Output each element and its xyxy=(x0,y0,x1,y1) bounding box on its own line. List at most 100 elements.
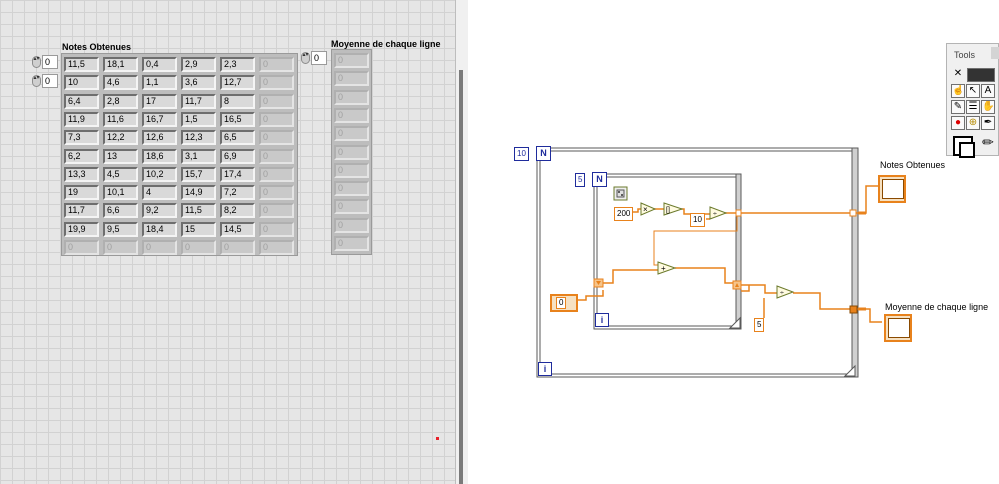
notes-cell[interactable]: 2,9 xyxy=(181,57,216,72)
notes-cell[interactable]: 18,6 xyxy=(142,148,177,164)
notes-cell[interactable]: 9,2 xyxy=(142,203,177,219)
notes-cell[interactable]: 3,6 xyxy=(181,75,216,91)
notes-cell[interactable]: 0 xyxy=(142,240,177,255)
notes-cell[interactable]: 6,5 xyxy=(220,130,255,146)
notes-cell[interactable]: 0 xyxy=(259,75,294,91)
shift-init-value[interactable]: 0 xyxy=(556,297,567,309)
notes-cell[interactable]: 11,5 xyxy=(181,203,216,219)
scroll-tool-icon[interactable]: ✋ xyxy=(981,100,995,114)
notes-array-indicator[interactable] xyxy=(878,175,906,203)
notes-cell[interactable]: 19 xyxy=(64,185,99,201)
moyenne-array-indicator[interactable] xyxy=(884,314,912,342)
moyenne-cell[interactable]: 0 xyxy=(334,162,369,178)
notes-cell[interactable]: 10,2 xyxy=(142,166,177,182)
divide-by-5-node[interactable]: ÷ xyxy=(776,285,795,299)
notes-cell[interactable]: 0 xyxy=(181,240,216,255)
notes-cell[interactable]: 12,6 xyxy=(142,130,177,146)
loop-tunnels[interactable] xyxy=(735,209,858,314)
notes-cell[interactable]: 11,6 xyxy=(103,111,138,127)
column-index-spinner[interactable]: ▴▾ xyxy=(32,75,41,87)
color-copy-tool-icon[interactable]: ✒ xyxy=(981,116,995,130)
notes-cell[interactable]: 14,5 xyxy=(220,221,255,237)
random-number-node[interactable] xyxy=(613,186,628,201)
notes-cell[interactable]: 0 xyxy=(259,57,294,72)
color-background-swatch[interactable] xyxy=(959,142,975,158)
notes-cell[interactable]: 2,8 xyxy=(103,93,138,109)
notes-cell[interactable]: 0 xyxy=(259,185,294,201)
notes-cell[interactable]: 6,4 xyxy=(64,93,99,109)
inner-loop-count-constant[interactable]: 5 xyxy=(575,173,586,187)
notes-cell[interactable]: 2,3 xyxy=(220,57,255,72)
position-tool-icon[interactable]: ↖ xyxy=(966,84,980,98)
notes-cell[interactable]: 0,4 xyxy=(142,57,177,72)
moyenne-index-control[interactable]: ▴▾ 0 xyxy=(301,51,329,65)
outer-loop-count-constant[interactable]: 10 xyxy=(514,147,529,161)
notes-cell[interactable]: 6,9 xyxy=(220,148,255,164)
moyenne-cell[interactable]: 0 xyxy=(334,71,369,87)
notes-cell[interactable]: 18,4 xyxy=(142,221,177,237)
vertical-scrollbar[interactable] xyxy=(459,70,463,484)
notes-cell[interactable]: 15,7 xyxy=(181,166,216,182)
text-tool-icon[interactable]: A xyxy=(981,84,995,98)
shift-register-init-control[interactable]: 0 xyxy=(550,294,578,312)
notes-cell[interactable]: 0 xyxy=(64,240,99,255)
notes-cell[interactable]: 13 xyxy=(103,148,138,164)
moyenne-cell[interactable]: 0 xyxy=(334,236,369,251)
tools-palette-close[interactable] xyxy=(991,47,999,59)
round-node[interactable]: [] xyxy=(663,202,684,216)
moyenne-cell[interactable]: 0 xyxy=(334,53,369,68)
notes-cell[interactable]: 4 xyxy=(142,185,177,201)
moyenne-cell[interactable]: 0 xyxy=(334,89,369,105)
notes-cell[interactable]: 4,5 xyxy=(103,166,138,182)
divisor-5-constant[interactable]: 5 xyxy=(754,318,765,332)
notes-cell[interactable]: 6,6 xyxy=(103,203,138,219)
notes-cell[interactable]: 1,1 xyxy=(142,75,177,91)
shift-registers[interactable] xyxy=(593,278,742,290)
automatic-tool-icon[interactable]: ✕ xyxy=(953,68,963,79)
notes-cell[interactable]: 12,2 xyxy=(103,130,138,146)
multiply-node[interactable]: × xyxy=(640,202,657,216)
column-index-value[interactable]: 0 xyxy=(42,74,58,88)
inner-loop-n-terminal[interactable]: N xyxy=(592,172,607,187)
notes-cell[interactable]: 10 xyxy=(64,75,99,91)
notes-cell[interactable]: 13,3 xyxy=(64,166,99,182)
notes-cell[interactable]: 0 xyxy=(259,240,294,255)
notes-cell[interactable]: 9,5 xyxy=(103,221,138,237)
add-node[interactable]: + xyxy=(657,261,677,275)
notes-cell[interactable]: 11,7 xyxy=(181,93,216,109)
moyenne-cell[interactable]: 0 xyxy=(334,199,369,215)
inner-loop-index-terminal[interactable]: i xyxy=(595,313,609,327)
notes-cell[interactable]: 11,5 xyxy=(64,57,99,72)
operate-tool-icon[interactable]: ☝ xyxy=(951,84,965,98)
moyenne-index-value[interactable]: 0 xyxy=(311,51,327,65)
notes-cell[interactable]: 0 xyxy=(259,111,294,127)
notes-cell[interactable]: 14,9 xyxy=(181,185,216,201)
shortcut-menu-tool-icon[interactable]: ☰ xyxy=(966,100,980,114)
notes-cell[interactable]: 8,2 xyxy=(220,203,255,219)
outer-loop-index-terminal[interactable]: i xyxy=(538,362,552,376)
notes-cell[interactable]: 16,5 xyxy=(220,111,255,127)
row-index-control[interactable]: ▴▾ 0 xyxy=(32,55,60,69)
multiplier-200-constant[interactable]: 200 xyxy=(614,207,634,221)
notes-cell[interactable]: 0 xyxy=(220,240,255,255)
notes-cell[interactable]: 15 xyxy=(181,221,216,237)
notes-cell[interactable]: 0 xyxy=(259,130,294,146)
notes-cell[interactable]: 3,1 xyxy=(181,148,216,164)
notes-cell[interactable]: 0 xyxy=(259,93,294,109)
tools-palette[interactable]: Tools ✕ ☝ ↖ A ✎ ☰ ✋ ● ⊕ ✒ ✏ xyxy=(946,43,999,158)
notes-cell[interactable]: 11,9 xyxy=(64,111,99,127)
notes-cell[interactable]: 12,7 xyxy=(220,75,255,91)
moyenne-cell[interactable]: 0 xyxy=(334,181,369,197)
notes-cell[interactable]: 19,9 xyxy=(64,221,99,237)
notes-cell[interactable]: 1,5 xyxy=(181,111,216,127)
notes-cell[interactable]: 8 xyxy=(220,93,255,109)
notes-cell[interactable]: 18,1 xyxy=(103,57,138,72)
notes-cell[interactable]: 0 xyxy=(259,166,294,182)
divide-by-10-node[interactable]: ÷ xyxy=(709,206,728,220)
moyenne-cell[interactable]: 0 xyxy=(334,217,369,233)
notes-cell[interactable]: 0 xyxy=(259,203,294,219)
probe-tool-icon[interactable]: ⊕ xyxy=(966,116,980,130)
row-index-value[interactable]: 0 xyxy=(42,55,58,69)
moyenne-cell[interactable]: 0 xyxy=(334,126,369,142)
coloring-tool-icon[interactable]: ✏ xyxy=(982,136,994,150)
